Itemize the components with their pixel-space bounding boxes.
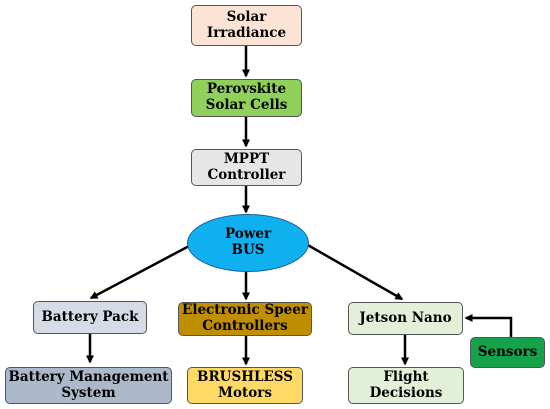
node-electronic-speed-controllers: Electronic Speer Controllers xyxy=(178,302,312,336)
arrow-sensors-to-jetson xyxy=(464,314,513,337)
node-mppt-controller: MPPT Controller xyxy=(191,149,302,186)
node-jetson-nano: Jetson Nano xyxy=(348,302,463,335)
node-power-bus: Power BUS xyxy=(187,214,309,272)
node-battery-pack: Battery Pack xyxy=(33,301,147,334)
node-solar-irradiance: Solar Irradiance xyxy=(191,5,302,46)
node-brushless-motors: BRUSHLESS Motors xyxy=(187,367,303,404)
node-sensors: Sensors xyxy=(470,337,545,368)
arrow-bus-to-jetson xyxy=(305,242,404,301)
node-battery-management-system: Battery Management System xyxy=(5,367,172,404)
arrow-bus-to-battery-pack xyxy=(89,243,192,300)
node-perovskite-solar-cells: Perovskite Solar Cells xyxy=(191,79,302,117)
node-flight-decisions: Flight Decisions xyxy=(348,367,464,404)
